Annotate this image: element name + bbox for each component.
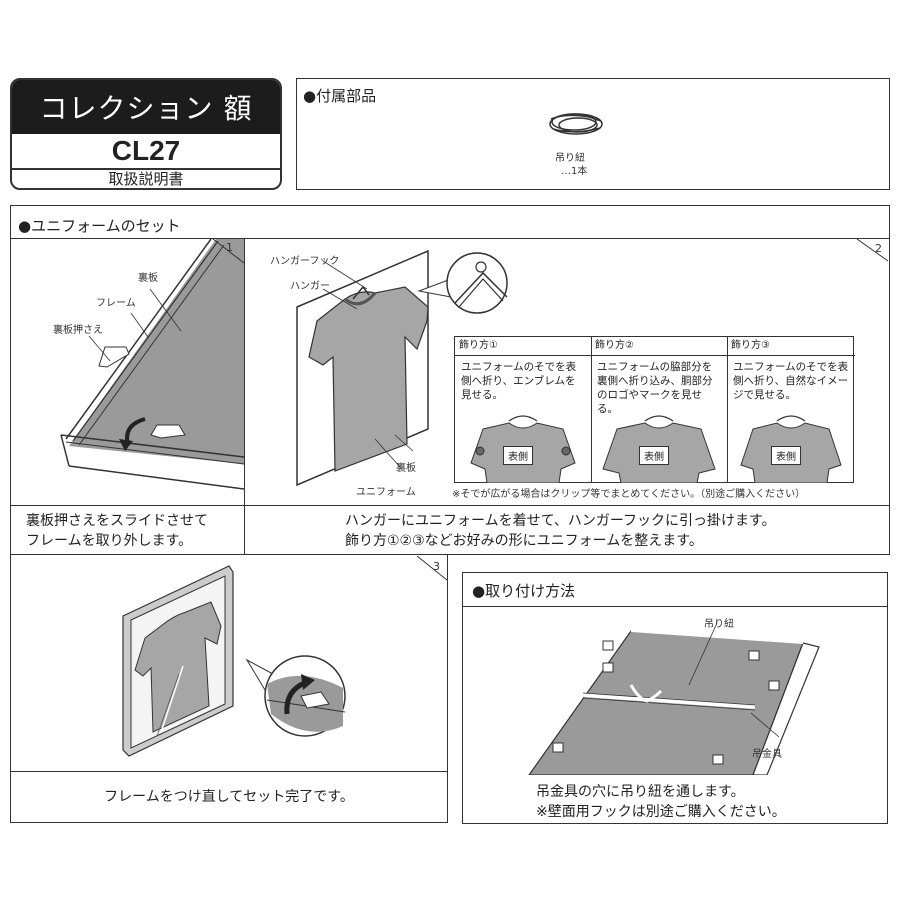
style-3-text: ユニフォームのそでを表側へ折り、自然なイメージで見せる。 xyxy=(733,361,849,401)
step3-illustration xyxy=(122,556,447,757)
step1-number: 1 xyxy=(226,241,233,254)
step1-caption: 裏板押さえをスライドさせて フレームを取り外します。 xyxy=(26,513,208,549)
accessories-heading: 付属部品 xyxy=(303,85,376,106)
front-side-badge: 表側 xyxy=(639,446,669,465)
style-option-2: 飾り方② ユニフォームの脇部分を裏側へ折り込み、胴部分のロゴやマークを見せる。 … xyxy=(591,337,728,483)
step3-caption: フレームをつけ直してセット完了です。 xyxy=(104,789,354,805)
divider xyxy=(244,238,245,555)
sleeve-note: ※そでが広がる場合はクリップ等でまとめてください。（別途ご購入ください） xyxy=(452,489,806,500)
label-back-clip: 裏板押さえ xyxy=(53,325,103,336)
style-1-text: ユニフォームのそでを表側へ折り、エンブレムを見せる。 xyxy=(461,361,577,401)
step1-illustration xyxy=(60,239,244,490)
style-1-title: 飾り方① xyxy=(455,337,591,356)
mounting-illustration xyxy=(528,622,820,775)
label-back-board: 裏板 xyxy=(138,273,158,284)
label-string: 吊り紐 xyxy=(704,619,734,630)
label-hanger-hook: ハンガーフック xyxy=(270,256,340,267)
style-option-3: 飾り方③ ユニフォームのそでを表側へ折り、自然なイメージで見せる。 表側 xyxy=(727,337,855,483)
label-uniform: ユニフォーム xyxy=(356,487,416,498)
coiled-string-icon xyxy=(549,113,603,135)
divider xyxy=(10,505,890,506)
front-side-badge: 表側 xyxy=(503,446,533,465)
label-hanger: ハンガー xyxy=(290,281,330,292)
label-frame: フレーム xyxy=(96,298,136,309)
label-hanging-bracket: 吊金具 xyxy=(752,749,782,760)
style-option-1: 飾り方① ユニフォームのそでを表側へ折り、エンブレムを見せる。 表側 xyxy=(455,337,592,483)
divider xyxy=(10,771,448,772)
uniform-set-section xyxy=(10,205,890,555)
product-line-title: コレクション 額 xyxy=(12,80,280,134)
divider xyxy=(10,238,890,239)
front-side-badge: 表側 xyxy=(771,446,801,465)
divider xyxy=(462,606,888,607)
step2-illustration xyxy=(296,239,889,487)
label-back-board-2: 裏板 xyxy=(396,463,416,474)
mounting-heading: 取り付け方法 xyxy=(472,580,575,601)
step3-box xyxy=(10,555,448,823)
style-2-title: 飾り方② xyxy=(591,337,727,356)
mounting-section xyxy=(462,572,888,824)
title-box: コレクション 額 CL27 取扱説明書 xyxy=(10,78,282,190)
style-3-title: 飾り方③ xyxy=(727,337,855,356)
decoration-styles-table: 飾り方① ユニフォームのそでを表側へ折り、エンブレムを見せる。 表側 飾り方② … xyxy=(454,336,855,483)
mounting-caption: 吊金具の穴に吊り紐を通します。 ※壁面用フックは別途ご購入ください。 xyxy=(536,784,786,820)
uniform-set-heading: ユニフォームのセット xyxy=(18,215,181,236)
accessory-qty: …1本 xyxy=(561,166,588,177)
step3-number: 3 xyxy=(433,560,440,573)
doc-type: 取扱説明書 xyxy=(108,169,184,188)
accessories-box: 付属部品 吊り紐 …1本 xyxy=(296,78,890,190)
accessory-name: 吊り紐 xyxy=(555,153,585,164)
model-number: CL27 xyxy=(12,134,280,170)
step2-caption: ハンガーにユニフォームを着せて、ハンガーフックに引っ掛けます。 飾り方①②③など… xyxy=(345,513,776,549)
style-2-text: ユニフォームの脇部分を裏側へ折り込み、胴部分のロゴやマークを見せる。 xyxy=(597,361,713,415)
step2-number: 2 xyxy=(875,242,882,255)
